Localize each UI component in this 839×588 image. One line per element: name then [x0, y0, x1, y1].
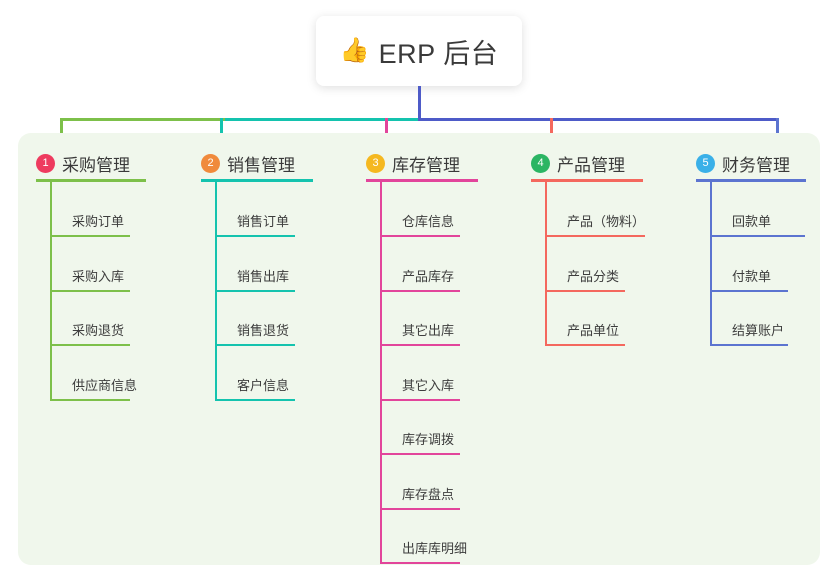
leaf-label: 产品（物料） [567, 214, 646, 229]
leaf-label: 库存盘点 [402, 486, 455, 502]
leaf-label: 产品单位 [567, 323, 620, 338]
bus-segment-teal [225, 118, 418, 121]
branch-title-1: 采购管理 [62, 155, 130, 175]
branch-underline-3 [366, 179, 478, 182]
branch-underline-1 [36, 179, 146, 182]
diagram-panel [18, 133, 820, 565]
leaf-underline [545, 235, 645, 237]
root-node-card[interactable]: 👍 ERP 后台 [316, 16, 522, 86]
branch-spine-3 [380, 179, 382, 562]
bus-segment-green [60, 118, 225, 121]
leaf-label: 结算账户 [732, 323, 785, 338]
leaf-underline [215, 235, 295, 237]
leaf-underline [710, 235, 805, 237]
branch-spine-1 [50, 179, 52, 399]
leaf-label: 产品分类 [567, 268, 620, 284]
leaf-label: 供应商信息 [72, 377, 138, 393]
leaf-underline [215, 289, 295, 292]
leaf-label: 回款单 [732, 214, 772, 229]
root-node-title: ERP 后台 [378, 38, 499, 69]
leaf-underline [380, 289, 460, 292]
branch-spine-2 [215, 179, 217, 399]
leaf-underline [545, 289, 625, 292]
branch-badge-1: 1 [36, 153, 55, 173]
leaf-underline [710, 289, 788, 292]
leaf-underline [50, 289, 130, 292]
leaf-underline [380, 235, 460, 237]
leaf-label: 销售退货 [237, 323, 290, 338]
leaf-underline [50, 398, 130, 401]
branch-underline-2 [201, 179, 313, 182]
branch-badge-2: 2 [201, 153, 220, 173]
branch-title-3: 库存管理 [392, 155, 460, 175]
leaf-underline [380, 507, 460, 510]
leaf-underline [545, 344, 625, 346]
leaf-label: 其它出库 [402, 323, 455, 338]
leaf-underline [380, 398, 460, 401]
leaf-underline [380, 562, 460, 564]
branch-title-5: 财务管理 [722, 155, 790, 175]
leaf-label: 销售订单 [237, 214, 290, 229]
branch-underline-5 [696, 179, 806, 182]
branch-column-1: 1 采购管理采购订单采购入库采购退货供应商信息 [36, 148, 146, 401]
branch-header-1[interactable]: 1 采购管理 [36, 148, 146, 182]
leaf-underline [215, 344, 295, 346]
branch-badge-5: 5 [696, 153, 715, 173]
leaf-label: 采购退货 [72, 323, 125, 338]
leaf-label: 产品库存 [402, 268, 455, 284]
branch-title-4: 产品管理 [557, 155, 625, 175]
branch-header-4[interactable]: 4 产品管理 [531, 148, 643, 182]
branch-header-2[interactable]: 2 销售管理 [201, 148, 313, 182]
branch-underline-4 [531, 179, 643, 182]
branch-column-2: 2 销售管理销售订单销售出库销售退货客户信息 [201, 148, 313, 401]
leaf-label: 出库库明细 [402, 541, 468, 556]
leaf-underline [50, 344, 130, 346]
leaf-underline [215, 398, 295, 401]
trunk-connector-line [418, 86, 421, 119]
leaf-label: 采购入库 [72, 268, 125, 284]
leaf-label: 付款单 [732, 268, 772, 284]
leaf-underline [710, 344, 788, 346]
branch-header-5[interactable]: 5 财务管理 [696, 148, 806, 182]
leaf-label: 采购订单 [72, 214, 125, 229]
leaf-underline [380, 453, 460, 455]
leaf-label: 库存调拨 [402, 432, 455, 447]
leaf-label: 仓库信息 [402, 214, 455, 229]
branch-column-4: 4 产品管理产品（物料） 产品分类产品单位 [531, 148, 645, 346]
branch-spine-5 [710, 179, 712, 344]
leaf-label: 客户信息 [237, 377, 290, 393]
branch-column-5: 5 财务管理回款单付款单结算账户 [696, 148, 806, 346]
bus-segment-blue [418, 118, 779, 121]
thumbs-up-emoji: 👍 [339, 37, 370, 64]
leaf-underline [380, 344, 460, 346]
branch-badge-3: 3 [366, 153, 385, 173]
leaf-underline [50, 235, 130, 237]
branch-badge-4: 4 [531, 153, 550, 173]
branch-header-3[interactable]: 3 库存管理 [366, 148, 478, 182]
leaf-label: 销售出库 [237, 268, 290, 284]
branch-column-3: 3 库存管理仓库信息产品库存其它出库其它入库库存调拨库存盘点出库库明细 [366, 148, 478, 564]
leaf-label: 其它入库 [402, 377, 455, 393]
branch-title-2: 销售管理 [227, 155, 295, 175]
branch-spine-4 [545, 179, 547, 344]
